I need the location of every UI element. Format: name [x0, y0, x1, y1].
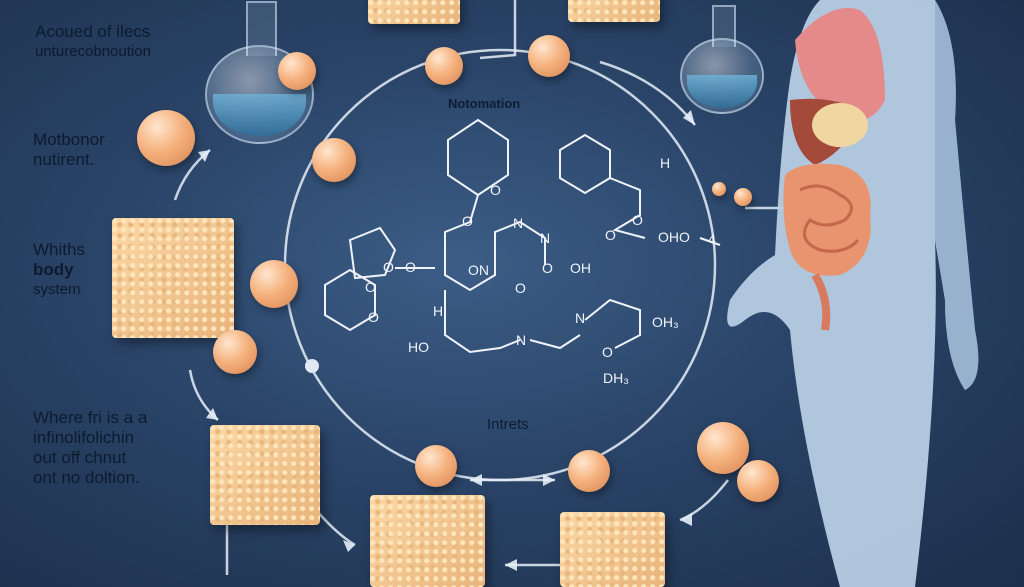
nutrient-sphere [250, 260, 298, 308]
intestine-icon [783, 163, 871, 276]
left-label-3-line2: body [33, 260, 74, 279]
nutrient-sphere [213, 330, 257, 374]
atom-label: ON [468, 262, 489, 278]
atom-label: N [516, 332, 526, 348]
atom-label: OH [570, 260, 591, 276]
left-label-4: Where fri is a a infinolifolichin out of… [33, 408, 147, 488]
arrow-right-lower [679, 479, 729, 522]
atom-label: O [515, 280, 526, 296]
atom-label: 4 [708, 231, 716, 247]
atom-label: HI [433, 303, 447, 319]
left-label-4-line4: ont no doltion. [33, 468, 140, 487]
nutrient-cube [568, 0, 660, 22]
center-title: Notomation [448, 96, 521, 111]
nutrient-sphere [528, 35, 570, 77]
body-silhouette [727, 0, 979, 587]
human-body-figure [727, 0, 979, 587]
left-label-2-line1: Motbonor [33, 130, 105, 149]
atom-label: O [632, 212, 643, 228]
center-bottom-label: Intrets [487, 416, 529, 433]
left-label-1-line1: Acoued of ilecs [35, 22, 151, 41]
ring-left [324, 268, 376, 332]
nutrient-sphere [425, 47, 463, 85]
left-label-3: Whiths body system [33, 240, 85, 300]
nutrient-sphere [312, 138, 356, 182]
left-label-3-line3: system [33, 281, 81, 298]
nutrient-sphere [137, 110, 195, 166]
left-label-2: Motbonor nutirent. [33, 130, 105, 170]
atom-label: HO [408, 339, 429, 355]
atom-label: O [405, 259, 416, 275]
nutrient-sphere [278, 52, 316, 90]
benzene-ring-right [559, 133, 611, 195]
atom-label: O [365, 279, 376, 295]
left-label-4-line2: infinolifolichin [33, 428, 135, 447]
cycle-node [305, 359, 319, 373]
atom-label: O [542, 260, 553, 276]
intestine-folds [799, 184, 860, 253]
atom-label: O [368, 309, 379, 325]
atom-label: OH₃ [652, 314, 679, 330]
nutrient-cube [560, 512, 665, 587]
colon-icon [811, 272, 831, 331]
benzene-ring-top [447, 118, 509, 197]
nutrient-sphere-small [712, 182, 726, 196]
body-shading [935, 0, 979, 390]
nutrient-sphere-small [734, 188, 752, 206]
atom-label: DH₃ [603, 370, 629, 386]
left-label-1: Acoued of ilecs unturecobnoution [35, 22, 151, 62]
left-label-4-line1: Where fri is a a [33, 408, 148, 427]
atom-label: O [490, 182, 501, 198]
nutrient-cube [368, 0, 460, 24]
nutrient-cube [210, 425, 320, 525]
nutrient-sphere [697, 422, 749, 474]
flask-right-icon [680, 5, 764, 114]
molecule-label-group: O O O O O O N N O OH ON HI HO N N O OH₃ … [365, 155, 716, 386]
atom-label: H [660, 155, 670, 171]
atom-label: N [540, 230, 550, 246]
nutrient-cube [112, 218, 234, 338]
left-label-2-line2: nutirent. [33, 150, 95, 169]
left-label-1-line2: unturecobnoution [35, 43, 151, 60]
atom-label: OHO [658, 229, 690, 245]
nutrient-sphere [415, 445, 457, 487]
atom-label: N [513, 215, 523, 231]
nutrient-sphere [568, 450, 610, 492]
atom-label: O [462, 213, 473, 229]
left-label-4-line3: out off chnut [33, 448, 127, 467]
nutrient-sphere [737, 460, 779, 502]
arrow-top-connector [479, 0, 517, 60]
atom-label: O [602, 344, 613, 360]
molecule-structure [324, 118, 721, 354]
left-label-3-line1: Whiths [33, 240, 85, 259]
atom-label: O [605, 227, 616, 243]
ring-left-upper [348, 226, 397, 280]
lung-icon [795, 8, 885, 120]
atom-label: O [383, 259, 394, 275]
stomach-icon [812, 103, 868, 147]
nutrient-cube [370, 495, 485, 587]
atom-label: N [575, 310, 585, 326]
